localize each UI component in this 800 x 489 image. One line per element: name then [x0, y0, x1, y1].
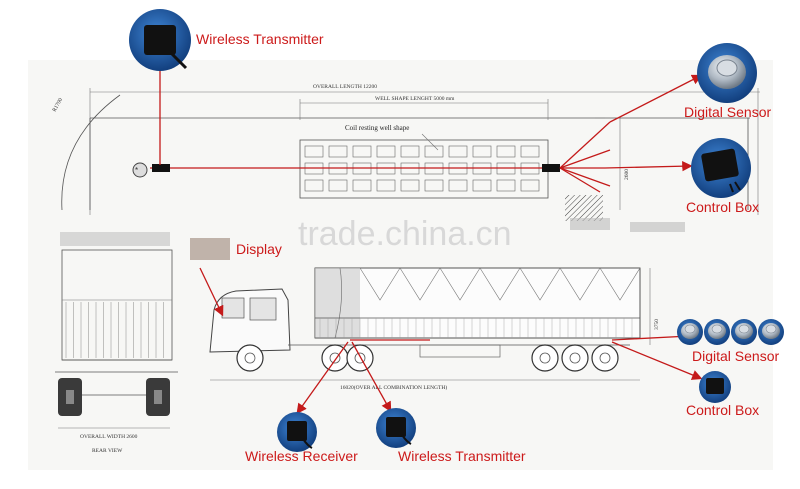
svg-text:*: *	[135, 166, 138, 175]
grille-mesh	[565, 195, 603, 221]
rear-view-caption: REAR VIEW	[92, 448, 123, 454]
coil-slot	[352, 179, 372, 192]
top-wiring	[150, 57, 703, 193]
digital-sensor-bottom-icons	[677, 319, 784, 345]
top-transmitter-block	[152, 164, 170, 172]
trailer-body	[314, 267, 641, 339]
rear-view-drawing: OVERALL WIDTH 2600 REAR VIEW	[55, 249, 178, 454]
coil-slot	[400, 179, 420, 192]
watermark: trade.china.cn	[298, 215, 512, 253]
digital-sensor-top-icon	[697, 43, 757, 103]
overall-width-dim: OVERALL WIDTH 2600	[80, 434, 138, 440]
coil-resting-note: Coil resting well shape	[345, 124, 409, 132]
blurred-overlay-right	[570, 218, 610, 230]
coil-slot	[496, 145, 516, 158]
coil-slot	[424, 179, 444, 192]
coil-slot	[448, 179, 468, 192]
wireless-transmitter-top-icon	[129, 9, 191, 71]
control-box-bottom-icon	[699, 371, 731, 403]
top-control-block	[542, 164, 560, 172]
well-shape-length-dim: WELL SHAPE LENGHT 5000 mm	[375, 96, 455, 102]
control-box-top-icon	[691, 138, 751, 198]
top-view-drawing: OVERALL LENGTH 12200 WELL SHAPE LENGHT 5…	[52, 84, 760, 221]
side-view-drawing: 3750 16020(OVER ALL COMBINATION LENGTH)	[209, 267, 660, 391]
wireless-transmitter-bottom-icon	[376, 408, 416, 448]
overall-length-dim: OVERALL LENGTH 12200	[313, 84, 377, 90]
wireless-transmitter-bottom-label: Wireless Transmitter	[398, 448, 526, 464]
blurred-overlay-left	[60, 232, 170, 246]
coil-slot	[304, 145, 324, 158]
combination-length-dim: 16020(OVER ALL COMBINATION LENGTH)	[340, 384, 447, 391]
control-box-bottom-label: Control Box	[686, 402, 759, 418]
coil-slot	[304, 179, 324, 192]
wireless-receiver-label: Wireless Receiver	[245, 448, 358, 464]
wireless-receiver-icon	[277, 412, 317, 452]
coil-slot	[328, 179, 348, 192]
coil-slot	[472, 145, 492, 158]
top-receiver-icon	[132, 162, 148, 178]
coil-slot	[496, 179, 516, 192]
coil-slot	[376, 145, 396, 158]
display-label: Display	[236, 241, 282, 257]
digital-sensor-top-label: Digital Sensor	[684, 104, 771, 120]
control-box-top-label: Control Box	[686, 199, 759, 215]
coil-slot	[328, 145, 348, 158]
blurred-display-device	[190, 238, 230, 260]
coil-slot	[520, 179, 540, 192]
side-wiring	[199, 267, 703, 415]
digital-sensor-bottom-label: Digital Sensor	[692, 348, 779, 364]
wireless-transmitter-top-label: Wireless Transmitter	[196, 31, 324, 47]
coil-slot	[448, 145, 468, 158]
coil-slot	[472, 179, 492, 192]
coil-slot	[376, 179, 396, 192]
height-top-dim: 2600	[624, 169, 630, 180]
height-side-dim: 3750	[654, 319, 660, 330]
coil-slot	[352, 145, 372, 158]
coil-slot	[520, 145, 540, 158]
coil-slot	[424, 145, 444, 158]
coil-slot	[400, 145, 420, 158]
coil-slots	[304, 145, 540, 192]
drawing-paper	[28, 60, 773, 470]
